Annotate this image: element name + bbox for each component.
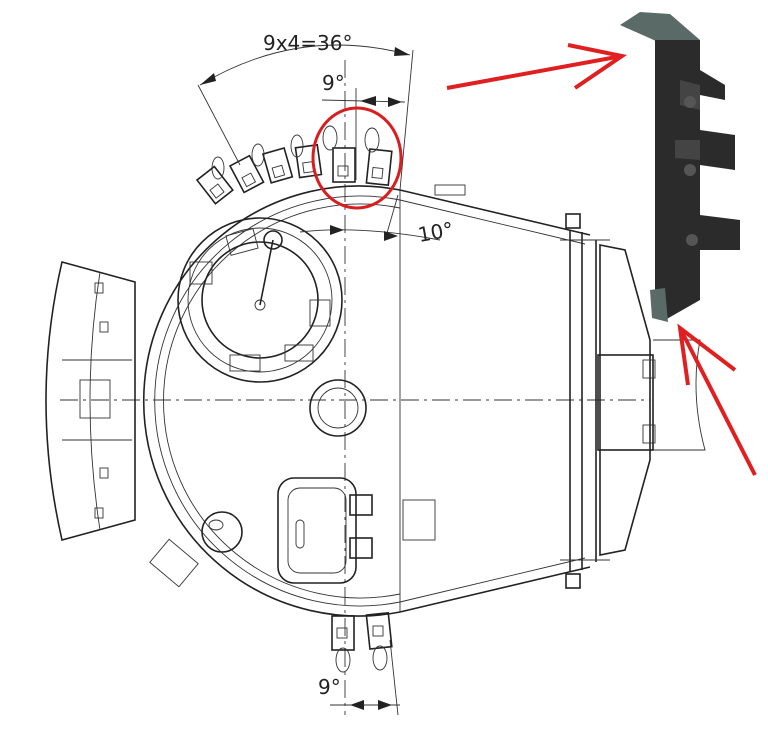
dimension-9deg-top: 9° [321,71,406,180]
commander-hatch [177,217,343,383]
dimension-36deg: 9x4=36° [197,31,414,191]
latch-row-bottom [331,611,393,673]
side-hatch-cover [45,261,136,541]
dimension-offset-label: 10° [416,217,455,247]
access-door [277,477,373,584]
dimension-top-step-label: 9° [322,71,345,95]
dimension-10deg: 10° [299,194,455,247]
latch-part-3d [620,12,740,322]
dimension-9deg-bottom: 9° [318,639,400,716]
fitting [201,511,243,553]
dimension-total-label: 9x4=36° [263,31,353,55]
highlight-circle [311,106,403,210]
latch-row-top [195,125,393,205]
arrow-bottom [677,323,757,476]
tank-body [143,184,706,617]
round-port [309,379,367,437]
arrow-top [446,43,628,90]
side-latch [149,538,199,588]
dimension-bottom-step-label: 9° [318,675,341,699]
